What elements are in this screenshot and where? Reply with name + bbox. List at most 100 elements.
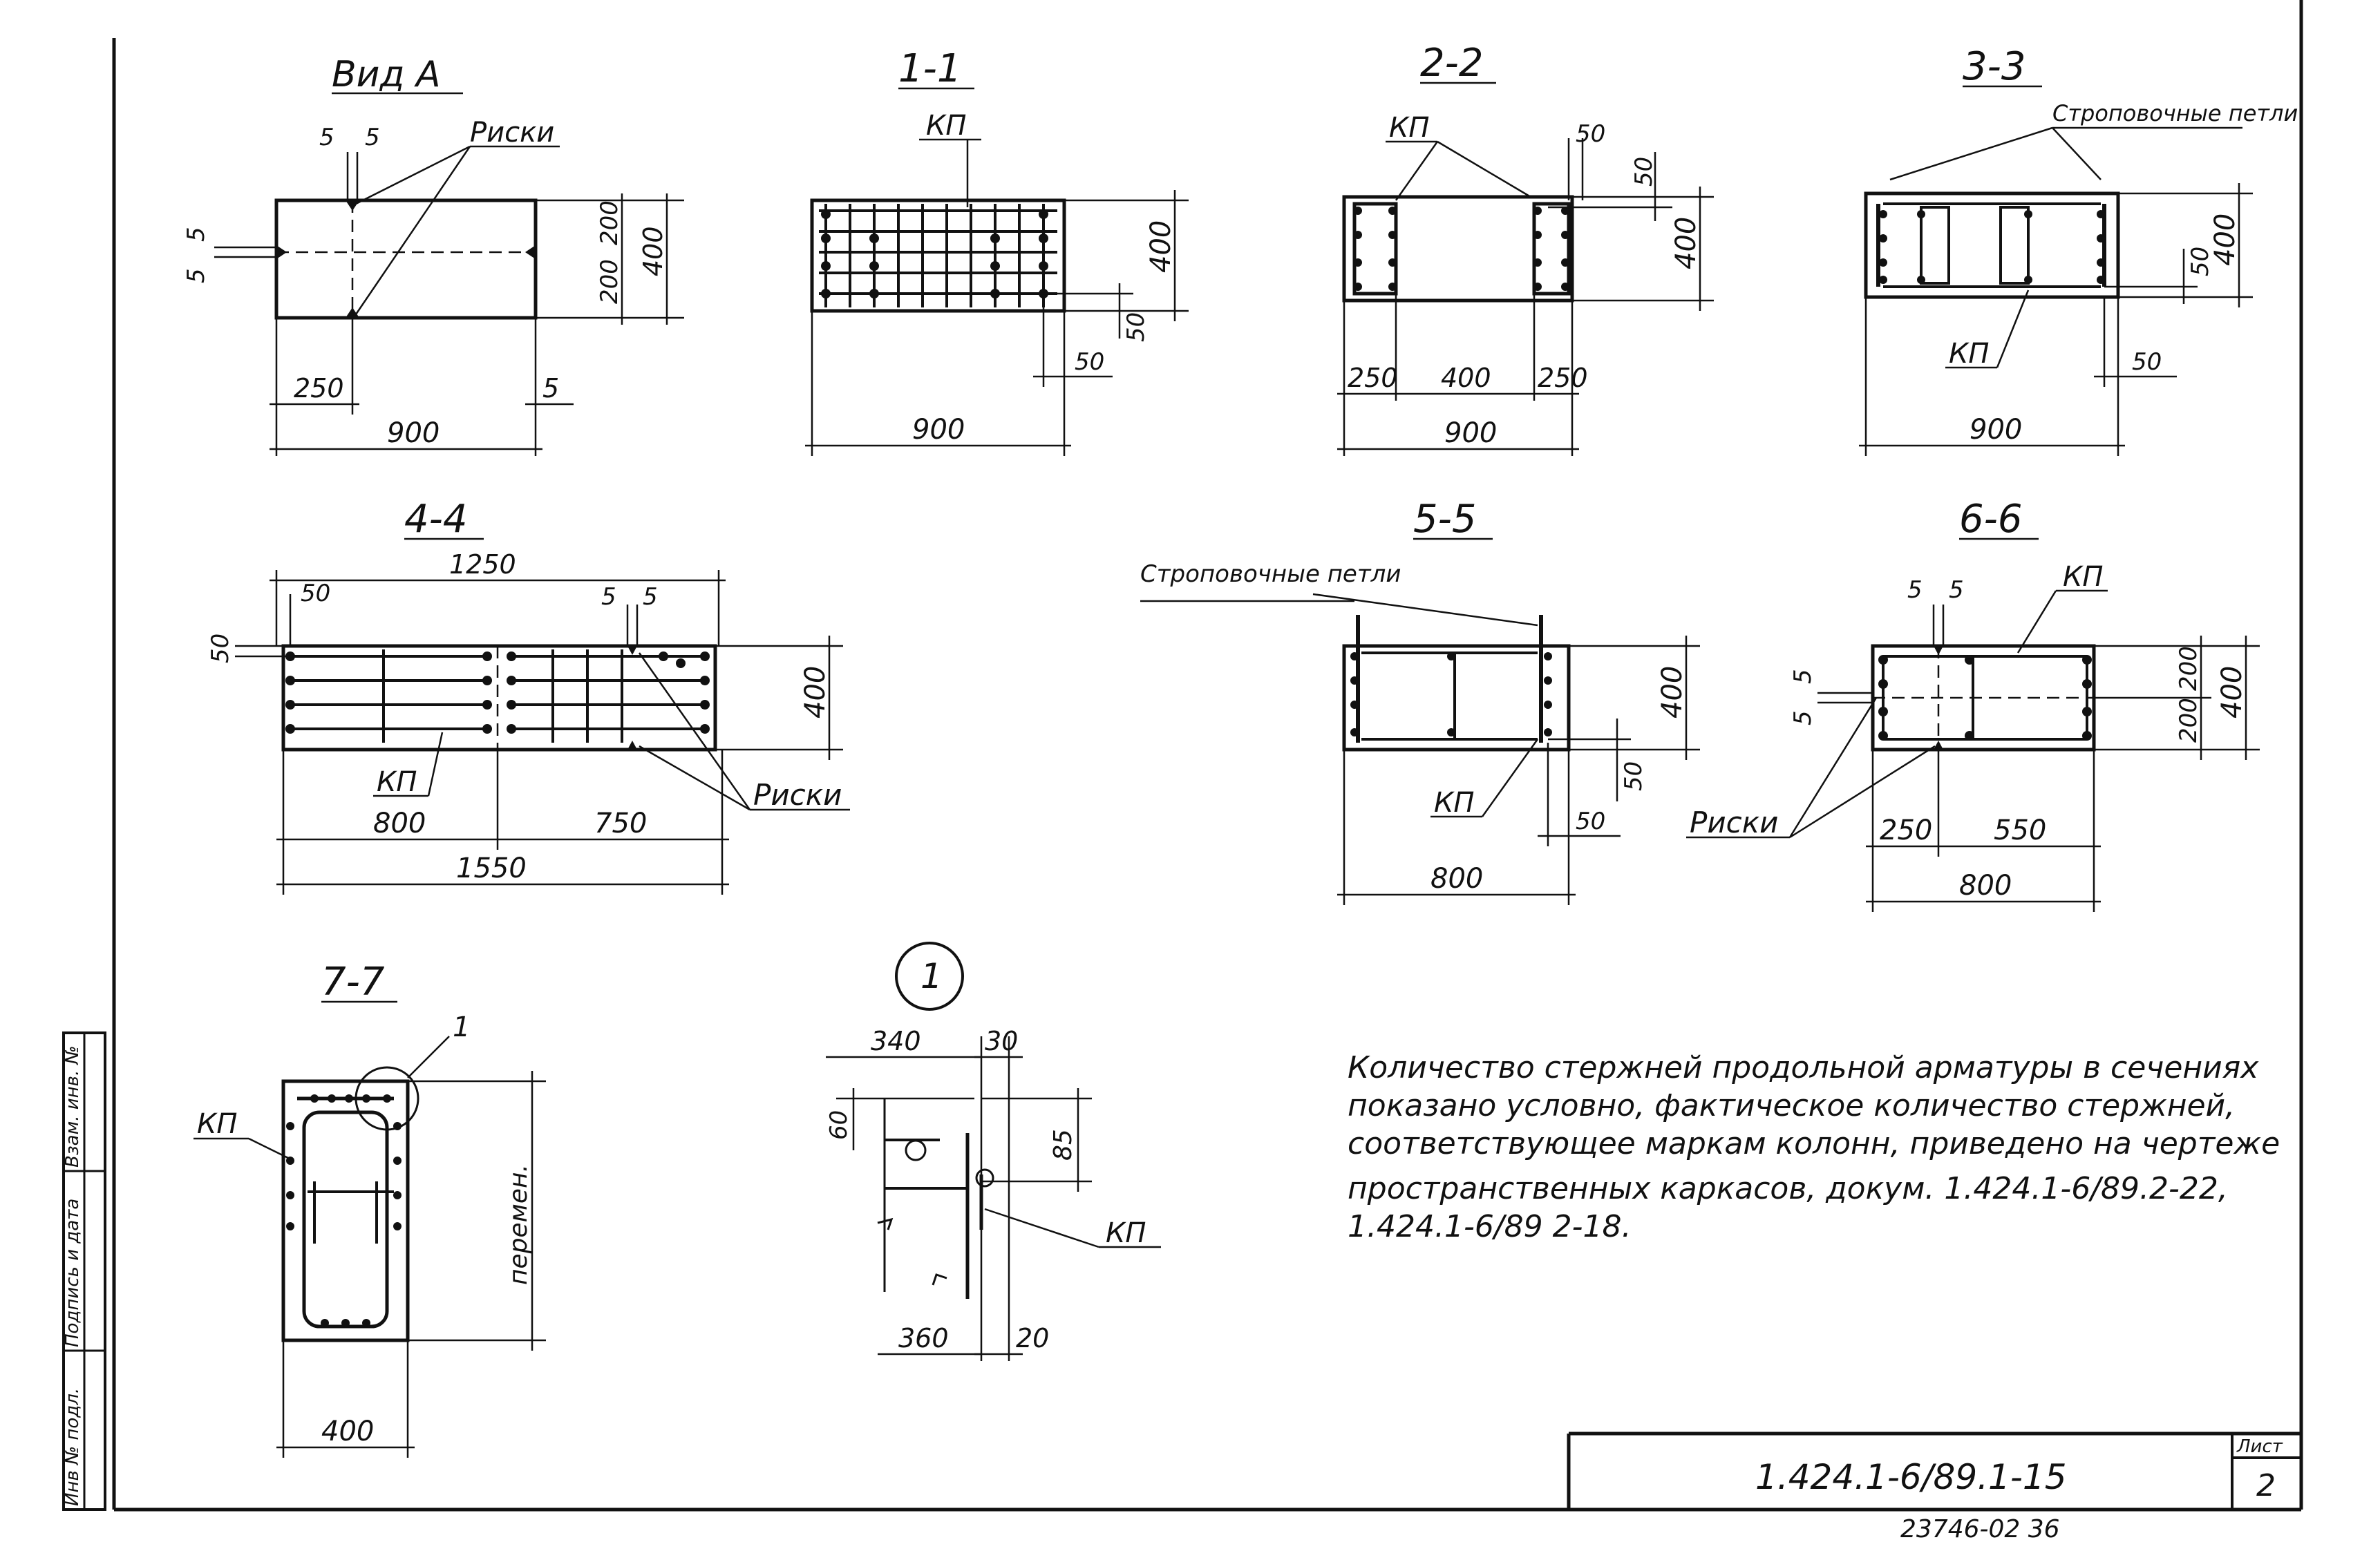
title-block: 1.424.1-6/89.1-15 Лист 2 23746-02 36: [1567, 1431, 2301, 1543]
section-7-7-callout: 1: [453, 1011, 470, 1043]
section-4-4-riski: Риски: [753, 778, 842, 812]
section-3-3-title: 3-3: [1963, 44, 2025, 89]
section-6-6-riski: Риски: [1690, 806, 1778, 839]
dim: 50: [301, 580, 330, 607]
dim: 900: [387, 417, 440, 449]
section-2-2: 2-2 КП 50 50 400 250 400 250 900: [1337, 41, 1714, 456]
dim: 750: [594, 808, 647, 839]
section-3-3-loops: Строповочные петли: [2052, 100, 2298, 126]
stamp-sign: Подпись и дата: [62, 1199, 83, 1347]
section-5-5-loops: Строповочные петли: [1140, 560, 1401, 588]
dim: 400: [800, 666, 831, 719]
dim: 400: [1441, 363, 1491, 393]
view-a-title: Вид А: [332, 54, 441, 95]
dim: 400: [2216, 666, 2248, 719]
section-7-7-variable: перемен.: [504, 1164, 533, 1285]
dim: 5: [365, 124, 380, 151]
stamp-inv: Инв № подл.: [62, 1388, 83, 1506]
dim: 5: [182, 268, 210, 283]
section-5-5-kp: КП: [1434, 787, 1474, 819]
section-2-2-title: 2-2: [1420, 41, 1483, 86]
dim: 50: [1576, 808, 1605, 835]
section-7-7-kp: КП: [197, 1108, 237, 1140]
view-a: Вид А Риски 5 5 5 5 200 200 400 250 5 90…: [182, 54, 684, 456]
dim: 250: [294, 373, 344, 403]
dim: 400: [1145, 220, 1177, 273]
section-6-6-kp: КП: [2063, 561, 2103, 593]
dim: 5: [1907, 576, 1923, 604]
stamp-replace: Взам. инв. №: [62, 1045, 83, 1168]
dim: 800: [1430, 863, 1483, 895]
document-code: 1.424.1-6/89.1-15: [1755, 1457, 2067, 1497]
dim: 400: [1656, 666, 1688, 719]
section-2-2-kp: КП: [1389, 112, 1429, 144]
dim: 250: [1880, 815, 1932, 846]
dim: 900: [1444, 417, 1497, 449]
dim: 800: [373, 808, 426, 839]
section-5-5-title: 5-5: [1413, 497, 1476, 542]
dim: 50: [1576, 120, 1605, 148]
dim: 5: [542, 373, 559, 403]
section-6-6: 6-6 5 5 КП 5 5 200 200 400 Риски: [1686, 497, 2260, 912]
section-1-1: 1-1 КП 400 50 50 900: [805, 46, 1189, 456]
section-1-1-title: 1-1: [898, 46, 961, 91]
dim: 900: [912, 414, 965, 446]
note-line-1: Количество стержней продольной арматуры …: [1348, 1050, 2259, 1085]
section-7-7-title: 7-7: [321, 960, 385, 1005]
dim: 550: [1994, 815, 2046, 846]
dim: 5: [1949, 576, 1964, 604]
detail-1: 1 340 30 60 85 КП 360 20: [825, 942, 1161, 1361]
dim: 50: [1122, 312, 1150, 342]
dim: 50: [207, 634, 234, 663]
dim: 50: [2187, 247, 2214, 276]
dim: 85: [1049, 1129, 1077, 1161]
dim: 900: [1970, 414, 2022, 446]
section-5-5: 5-5 Строповочные петли 400 50 КП 50 800: [1140, 497, 1700, 905]
section-7-7: 7-7 1 КП перемен. 400: [193, 960, 546, 1458]
dim: 5: [1789, 710, 1817, 725]
section-4-4-kp: КП: [377, 766, 417, 798]
dim: 400: [2209, 213, 2241, 266]
side-stamp: Инв № подл. Подпись и дата Взам. инв. №: [62, 1031, 106, 1511]
dim: 5: [182, 227, 210, 242]
view-a-riski: Риски: [470, 117, 554, 149]
note-line-2: показано условно, фактическое количество…: [1348, 1088, 2235, 1123]
detail-1-title: 1: [920, 956, 943, 996]
detail-1-kp: КП: [1106, 1217, 1146, 1249]
section-6-6-title: 6-6: [1959, 497, 2022, 542]
dim: 30: [985, 1026, 1018, 1056]
dim: 50: [2132, 348, 2162, 376]
dim: 60: [825, 1110, 853, 1140]
section-4-4-title: 4-4: [404, 497, 467, 542]
dim: 200: [2175, 698, 2202, 743]
dim: 50: [1075, 348, 1104, 376]
dim: 5: [601, 583, 616, 611]
dim: 800: [1959, 870, 2012, 902]
dim: 1250: [449, 549, 516, 580]
section-1-1-kp: КП: [926, 110, 966, 142]
dim: 200: [596, 200, 623, 245]
dim: 5: [1789, 669, 1817, 684]
dim: 360: [898, 1323, 949, 1353]
dim: 400: [321, 1416, 374, 1447]
section-3-3: 3-3 Строповочные петли 400 50 КП 50 900: [1859, 44, 2298, 456]
sheet-number: 2: [2256, 1468, 2276, 1503]
dim: 400: [1670, 217, 1702, 269]
dim: 250: [1348, 363, 1398, 393]
section-4-4: 4-4 1250 50 5 5 50 400: [207, 497, 850, 895]
dim: 5: [319, 124, 334, 151]
note-line-5: 1.424.1-6/89 2-18.: [1348, 1209, 1631, 1244]
dim: 250: [1538, 363, 1588, 393]
note-line-4: пространственных каркасов, докум. 1.424.…: [1348, 1171, 2228, 1206]
dim: 400: [638, 226, 668, 276]
sheet-label: Лист: [2236, 1436, 2283, 1457]
note-line-3: соответствующее маркам колонн, приведено…: [1348, 1126, 2280, 1161]
general-note: Количество стержней продольной арматуры …: [1348, 1050, 2280, 1244]
dim: 50: [1630, 157, 1658, 187]
dim: 1550: [456, 853, 527, 884]
dim: 200: [2175, 646, 2202, 691]
dim: 5: [643, 583, 658, 611]
dim: 20: [1016, 1323, 1049, 1353]
archive-number: 23746-02 36: [1900, 1515, 2060, 1543]
